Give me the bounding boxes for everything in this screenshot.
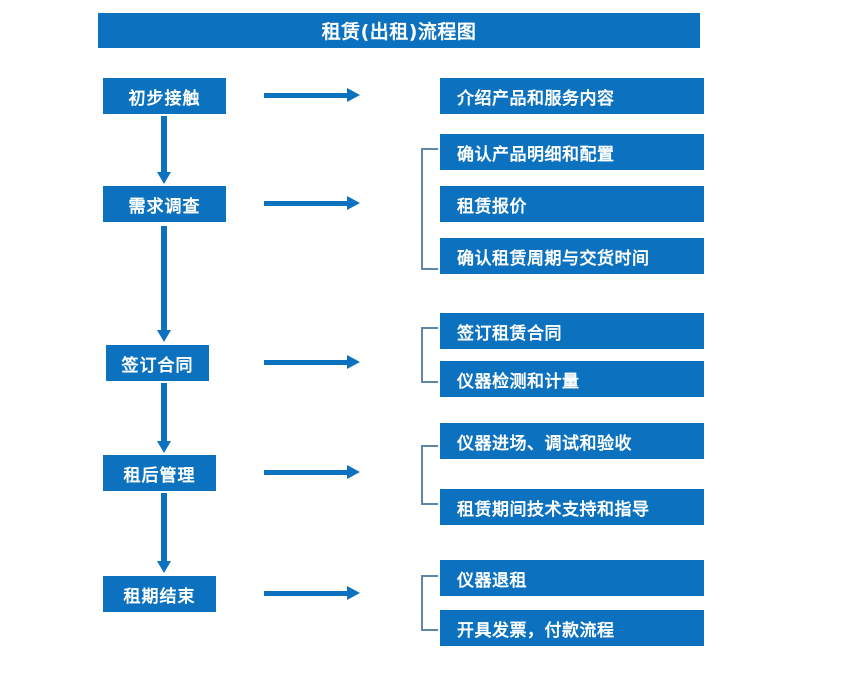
detail-box-3-2[interactable]: 仪器检测和计量 [440, 361, 704, 397]
detail-box-2-3[interactable]: 确认租赁周期与交货时间 [440, 238, 704, 274]
horizontal-arrow-3 [264, 354, 360, 372]
arrow-shaft [264, 360, 348, 365]
horizontal-arrow-5 [264, 585, 360, 603]
stage-box-1[interactable]: 初步接触 [103, 78, 226, 114]
vertical-arrow-4 [155, 493, 173, 573]
vertical-arrow-3 [155, 383, 173, 453]
arrow-head-icon [157, 330, 171, 342]
detail-box-4-2[interactable]: 租赁期间技术支持和指导 [440, 489, 704, 525]
detail-box-2-2[interactable]: 租赁报价 [440, 186, 704, 222]
arrow-shaft [264, 470, 348, 475]
arrow-shaft [264, 591, 348, 596]
arrow-shaft [161, 116, 167, 172]
arrow-shaft [264, 93, 348, 98]
arrow-shaft [264, 201, 348, 206]
arrow-head-icon [157, 441, 171, 453]
horizontal-arrow-2 [264, 195, 360, 213]
arrow-head-icon [347, 196, 360, 210]
detail-box-4-1[interactable]: 仪器进场、调试和验收 [440, 423, 704, 459]
arrow-head-icon [347, 465, 360, 479]
stage-box-2[interactable]: 需求调查 [103, 186, 226, 222]
arrow-head-icon [157, 172, 171, 184]
arrow-head-icon [347, 355, 360, 369]
horizontal-arrow-1 [264, 87, 360, 105]
arrow-shaft [161, 383, 167, 441]
arrow-head-icon [157, 561, 171, 573]
group-bracket-2 [421, 148, 438, 270]
vertical-arrow-2 [155, 226, 173, 342]
detail-box-1-1[interactable]: 介绍产品和服务内容 [440, 78, 704, 114]
arrow-shaft [161, 493, 167, 561]
vertical-arrow-1 [155, 116, 173, 184]
group-bracket-4 [421, 445, 438, 505]
detail-box-3-1[interactable]: 签订租赁合同 [440, 313, 704, 349]
detail-box-5-2[interactable]: 开具发票，付款流程 [440, 610, 704, 646]
horizontal-arrow-4 [264, 464, 360, 482]
stage-box-4[interactable]: 租后管理 [103, 455, 216, 491]
arrow-head-icon [347, 88, 360, 102]
arrow-head-icon [347, 586, 360, 600]
page-title: 租赁(出租)流程图 [98, 13, 700, 48]
stage-box-3[interactable]: 签订合同 [106, 345, 209, 381]
stage-box-5[interactable]: 租期结束 [103, 576, 216, 612]
detail-box-2-1[interactable]: 确认产品明细和配置 [440, 134, 704, 170]
detail-box-5-1[interactable]: 仪器退租 [440, 560, 704, 596]
group-bracket-5 [421, 575, 438, 631]
arrow-shaft [161, 226, 167, 330]
group-bracket-3 [421, 327, 438, 383]
